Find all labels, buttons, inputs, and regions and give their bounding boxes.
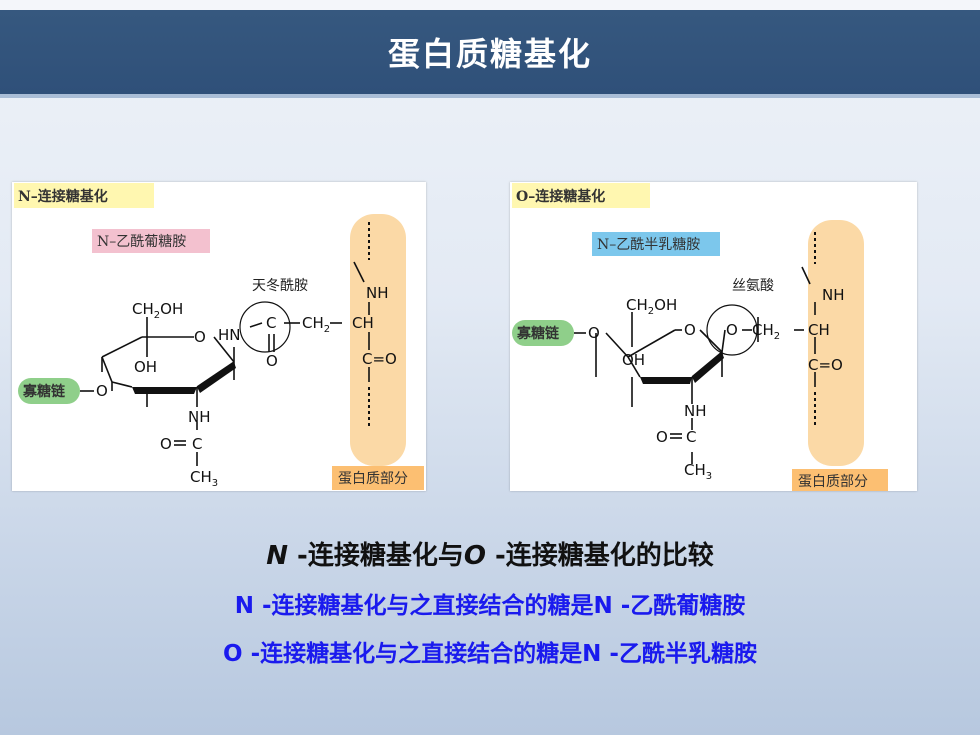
svg-text:NH: NH [684, 402, 707, 420]
svg-text:CH2OH: CH2OH [132, 300, 183, 321]
o-linkage-circle [706, 304, 758, 356]
svg-text:NH: NH [366, 284, 389, 302]
o-ring-bold-edge [640, 377, 692, 384]
n-ring-structure [80, 261, 370, 466]
svg-text:C=O: C=O [362, 350, 397, 368]
svg-text:C: C [266, 314, 276, 332]
comparison-title-end: -连接糖基化的比较 [485, 541, 714, 571]
comparison-title: N -连接糖基化与O -连接糖基化的比较 [0, 535, 980, 572]
n-protein-region [350, 214, 406, 466]
svg-text:C: C [686, 428, 696, 446]
svg-text:NH: NH [822, 286, 845, 304]
o-protein-label: 蛋白质部分 [798, 474, 868, 490]
n-box-label: N–连接糖基化 [18, 188, 108, 205]
n-oligo-label: 寡糖链 [22, 383, 66, 400]
svg-text:OH: OH [622, 351, 645, 369]
svg-text:CH2: CH2 [752, 321, 780, 342]
n-atom-labels: CH2OH O OH O NH O C CH3 HN C O CH2 CH NH… [96, 284, 397, 489]
title-bar: 蛋白质糖基化 [0, 10, 980, 98]
comparison-title-mid: -连接糖基化与 [287, 541, 464, 571]
svg-text:O: O [684, 321, 696, 339]
n-protein-label: 蛋白质部分 [338, 471, 408, 487]
n-sugar-label: N–乙酰葡糖胺 [97, 234, 186, 250]
svg-text:OH: OH [134, 358, 157, 376]
o-linked-svg: O–连接糖基化 N–乙酰半乳糖胺 丝氨酸 蛋白质部分 寡糖链 [512, 183, 888, 491]
n-linkage-circle [239, 301, 291, 353]
o-ring-bold-edge-2 [692, 352, 724, 383]
o-oligo-label: 寡糖链 [516, 325, 560, 342]
svg-text:O: O [726, 321, 738, 339]
svg-text:CH: CH [808, 321, 830, 339]
o-sugar-label-bg [592, 232, 720, 256]
o-box-label-bg [512, 183, 650, 208]
comparison-line-n: N -连接糖基化与之直接结合的糖是N -乙酰葡糖胺 [234, 593, 746, 619]
slide-title: 蛋白质糖基化 [387, 35, 592, 73]
svg-text:CH3: CH3 [684, 461, 712, 482]
o-protein-label-bg [792, 469, 888, 491]
o-box-label: O–连接糖基化 [516, 188, 605, 205]
o-oligo-pill [512, 320, 574, 346]
svg-text:O: O [656, 428, 668, 446]
svg-text:HN: HN [218, 326, 241, 344]
comparison-title-o: O [463, 541, 486, 571]
svg-text:O: O [160, 435, 172, 453]
n-linked-svg: N–连接糖基化 N–乙酰葡糖胺 天冬酰胺 蛋白质部分 寡糖链 [14, 183, 424, 490]
o-linked-diagram: O–连接糖基化 N–乙酰半乳糖胺 丝氨酸 蛋白质部分 寡糖链 [510, 182, 917, 491]
svg-text:CH: CH [352, 314, 374, 332]
svg-text:C: C [192, 435, 202, 453]
svg-text:O: O [194, 328, 206, 346]
n-box-label-bg [14, 183, 154, 208]
o-amino-acid-label: 丝氨酸 [732, 278, 774, 294]
svg-text:C=O: C=O [808, 356, 843, 374]
comparison-title-n: N [266, 541, 288, 571]
n-amino-acid-label: 天冬酰胺 [252, 278, 308, 294]
n-sugar-label-bg [92, 229, 210, 253]
svg-text:CH2OH: CH2OH [626, 296, 677, 317]
n-protein-label-bg [332, 466, 424, 490]
comparison-line-o: O -连接糖基化与之直接结合的糖是N -乙酰半乳糖胺 [223, 641, 757, 667]
o-protein-region [808, 220, 864, 466]
n-ring-bold-edge [132, 387, 197, 394]
o-atom-labels: CH2OH O OH O NH O C CH3 O CH2 CH NH C=O [588, 286, 845, 482]
n-oligo-pill [18, 378, 80, 404]
svg-text:O: O [588, 324, 600, 342]
svg-text:O: O [266, 352, 278, 370]
n-linked-diagram: N–连接糖基化 N–乙酰葡糖胺 天冬酰胺 蛋白质部分 寡糖链 [12, 182, 426, 491]
svg-text:CH3: CH3 [190, 468, 218, 489]
o-sugar-label: N–乙酰半乳糖胺 [597, 237, 700, 253]
svg-text:O: O [96, 382, 108, 400]
svg-text:NH: NH [188, 408, 211, 426]
o-ring-structure [574, 266, 816, 464]
svg-text:CH2: CH2 [302, 314, 330, 335]
n-ring-bold-edge-2 [197, 362, 236, 393]
top-strip [0, 0, 980, 10]
